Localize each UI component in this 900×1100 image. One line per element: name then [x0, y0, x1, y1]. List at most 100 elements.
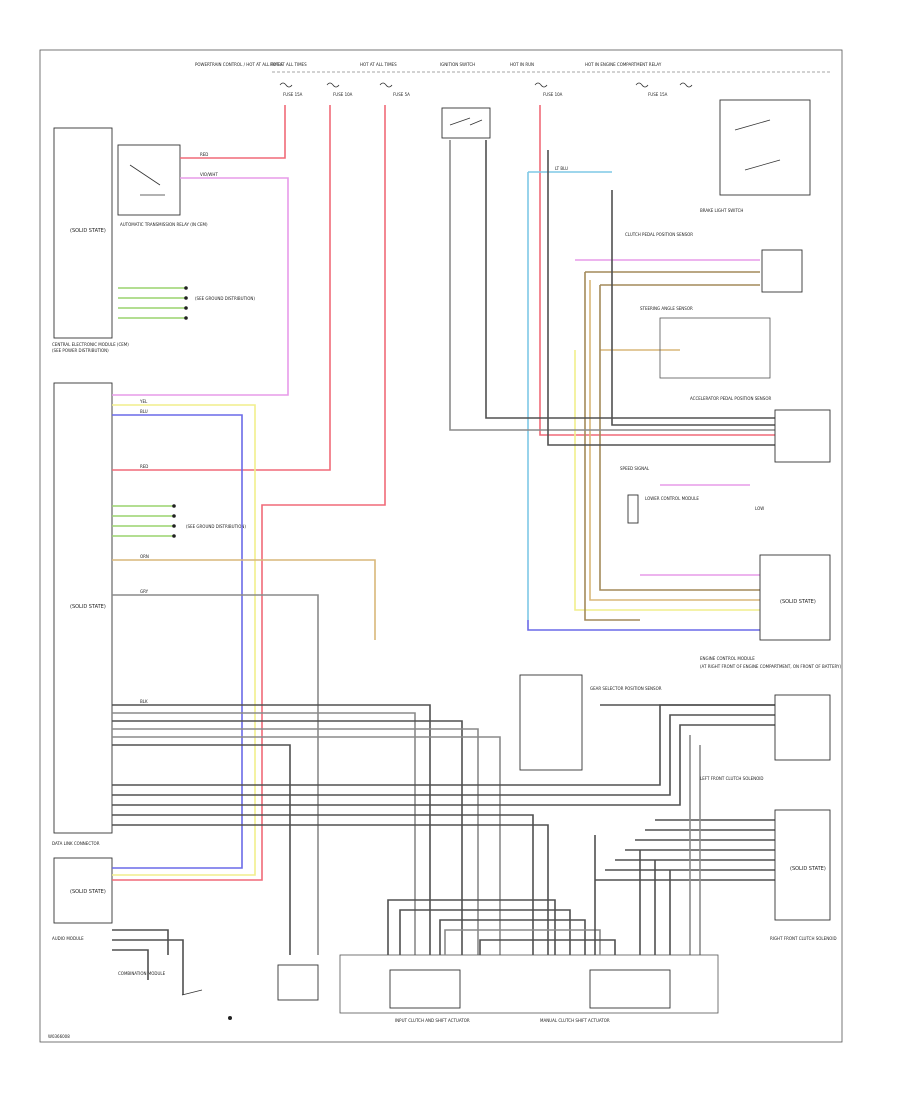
input-clutch-label: INPUT CLUTCH AND SHIFT ACTUATOR [395, 1018, 470, 1023]
fuse-symbol [326, 82, 340, 88]
manual-clutch-box [589, 969, 671, 1009]
wire-label-violet: VIO/WHT [200, 172, 218, 177]
source-label-4: IGNITION SWITCH [440, 62, 475, 67]
splice [172, 534, 176, 538]
wire-label-red: RED [200, 152, 208, 157]
cem-ground-leads [118, 286, 188, 320]
right-inner: (SOLID STATE) [790, 866, 826, 872]
speed-label: SPEED SIGNAL [620, 466, 650, 471]
black-wire [399, 909, 571, 955]
bottom-actuators: INPUT CLUTCH AND SHIFT ACTUATOR MANUAL C… [277, 835, 719, 1023]
red-wire [180, 105, 286, 159]
black-wire [547, 150, 775, 446]
ground-dist-1: (SEE GROUND DISTRIBUTION) [195, 296, 255, 301]
diagram-code: W0366008 [48, 1034, 70, 1039]
gray-wire [112, 712, 416, 955]
black-wire [112, 949, 149, 980]
ecm-label: ENGINE CONTROL MODULE [700, 656, 755, 661]
fuse-symbol [679, 82, 693, 88]
right-components: BRAKE LIGHT SWITCH CLUTCH PEDAL POSITION… [519, 99, 841, 941]
gear-selector-box [519, 674, 583, 771]
splice [172, 524, 176, 528]
fuse-symbol [279, 82, 293, 88]
source-fuse-1: FUSE 15A [283, 92, 303, 97]
brake-switch-box [719, 99, 811, 196]
gray-wire [112, 728, 479, 955]
gray-wire [444, 929, 601, 955]
lower-inner: (SOLID STATE) [780, 599, 816, 605]
wire-label-red: RED [140, 464, 148, 469]
manual-clutch-label: MANUAL CLUTCH SHIFT ACTUATOR [540, 1018, 610, 1023]
fuse-symbol [534, 82, 548, 88]
ecm-detail: (AT RIGHT FRONT OF ENGINE COMPARTMENT, O… [700, 664, 841, 669]
diagram-border [39, 49, 843, 1043]
black-wire [112, 714, 775, 796]
black-wire [439, 919, 586, 955]
violet-wire [112, 177, 289, 396]
yellow-wires: YEL [112, 350, 760, 876]
clutch-sensor-box [761, 249, 803, 293]
source-fuse-6: FUSE 15A [648, 92, 668, 97]
gray-wire [112, 736, 501, 955]
violet-wires: VIO/WHT [112, 172, 760, 576]
dlc-leads [112, 929, 232, 1020]
switch-contact [734, 119, 771, 131]
black-wire [112, 814, 534, 955]
ground-dist-2: (SEE GROUND DISTRIBUTION) [186, 524, 246, 529]
cem-detail: (SEE POWER DISTRIBUTION) [52, 348, 109, 353]
wire-label-yellow: YEL [139, 399, 148, 404]
harness-black: BLK [112, 699, 775, 955]
orange-wires: ORN [112, 280, 760, 640]
input-clutch-box [389, 969, 461, 1009]
cem-relay-box [117, 144, 181, 216]
brown-wire [584, 272, 640, 621]
splice [184, 316, 188, 320]
dlc-label: DATA LINK CONNECTOR [52, 841, 100, 846]
dlc-box [53, 857, 113, 924]
source-label-6: HOT IN ENGINE COMPARTMENT RELAY [585, 62, 662, 67]
fuse-symbol [635, 82, 649, 88]
lower-module-box [759, 554, 831, 641]
source-label-3: HOT AT ALL TIMES [360, 62, 397, 67]
ecm-ground-leads [112, 504, 176, 538]
wire-label-gray: GRY [140, 589, 149, 594]
data-link-connector: (SOLID STATE) DATA LINK CONNECTOR AUDIO … [52, 841, 166, 976]
black-wire [611, 190, 775, 426]
red-wire [112, 105, 331, 471]
source-label-2: HOT AT ALL TIMES [270, 62, 307, 67]
black-wire [112, 744, 291, 955]
relay-contact [129, 164, 161, 186]
red-wire [112, 105, 386, 881]
yellow-wire [112, 404, 256, 876]
source-fuse-3: FUSE 5A [393, 92, 410, 97]
blue-wires: BLU [112, 409, 760, 869]
left-solenoid-label: LEFT FRONT CLUTCH SOLENOID [700, 776, 764, 781]
top-sources: POWERTRAIN CONTROL / HOT AT ALL TIMES FU… [195, 62, 830, 139]
fuse-symbol [379, 82, 393, 88]
gray-wire [112, 594, 319, 955]
brown-wire [599, 285, 760, 591]
clutch-sensor-label: CLUTCH PEDAL POSITION SENSOR [625, 232, 693, 237]
source-label-1: POWERTRAIN CONTROL / HOT AT ALL TIMES [195, 62, 283, 67]
black-wire [112, 929, 169, 955]
combo-label: COMBINATION MODULE [118, 971, 166, 976]
brake-switch-label: BRAKE LIGHT SWITCH [700, 208, 743, 213]
source-label-5: HOT IN RUN [510, 62, 534, 67]
cem-inner-label: (SOLID STATE) [70, 228, 106, 234]
cem-label: CENTRAL ELECTRONIC MODULE (CEM) [52, 342, 129, 347]
splice [184, 286, 188, 290]
black-wire [112, 720, 463, 955]
splice [184, 306, 188, 310]
right-solenoid-label: RIGHT FRONT CLUTCH SOLENOID [770, 936, 837, 941]
ground [228, 1016, 232, 1020]
left-solenoid-box [774, 694, 831, 761]
dlc-inner: (SOLID STATE) [70, 889, 106, 895]
orange-wire [589, 280, 760, 601]
audio-label: AUDIO MODULE [52, 936, 84, 941]
source-fuse-2: FUSE 10A [333, 92, 353, 97]
black-wire [112, 704, 431, 955]
splice [184, 296, 188, 300]
black-wire [112, 824, 549, 955]
switch-contact [181, 989, 203, 996]
